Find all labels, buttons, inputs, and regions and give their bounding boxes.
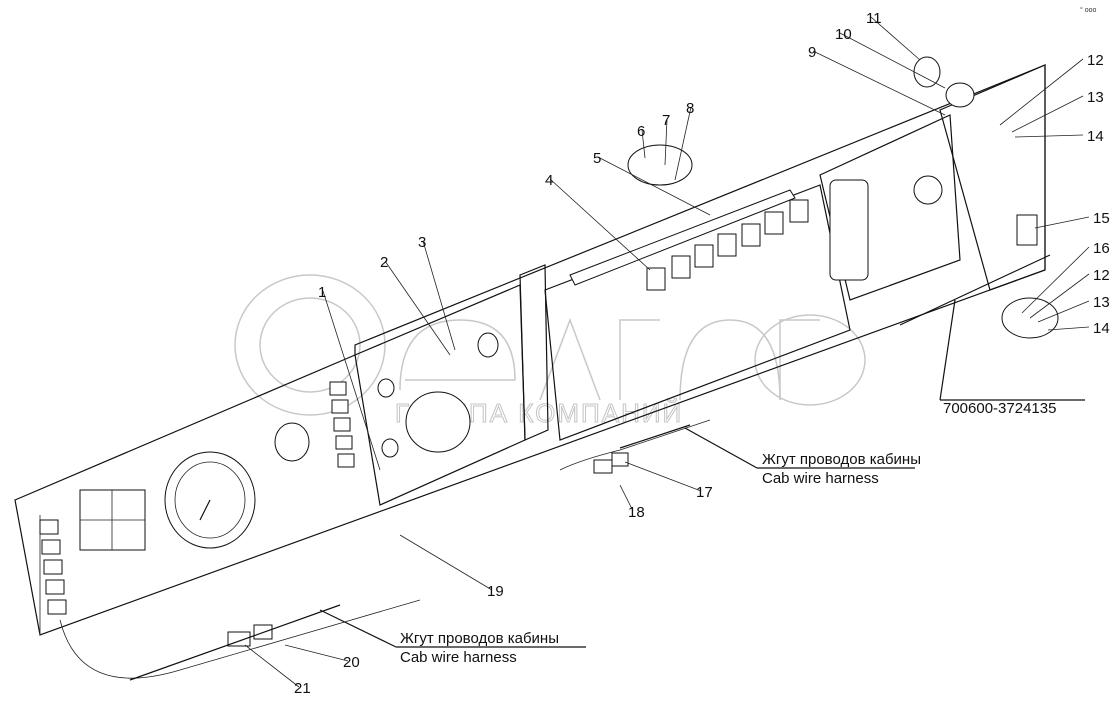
callout-9: 9 — [808, 44, 816, 61]
lamp-cap — [913, 56, 941, 88]
callout-leader — [597, 156, 711, 216]
callout-leader — [674, 106, 692, 181]
callout-leader — [1021, 246, 1090, 314]
callout-leader — [422, 240, 456, 351]
round-gauge — [405, 391, 471, 453]
relay-rail — [569, 189, 796, 286]
callout-leader — [1047, 326, 1090, 331]
harness-label-ru-1: Жгут проводов кабины — [762, 451, 921, 468]
callout-2: 2 — [380, 254, 388, 271]
callout-7: 7 — [662, 112, 670, 129]
callout-leader — [244, 644, 300, 688]
callout-leader — [322, 290, 381, 471]
callout-16: 16 — [1093, 240, 1110, 257]
relays — [646, 199, 809, 291]
small-gauge — [274, 422, 310, 462]
callout-4: 4 — [545, 172, 553, 189]
callout-18: 18 — [628, 504, 645, 521]
callout-13: 13 — [1087, 89, 1104, 106]
callout-8: 8 — [686, 100, 694, 117]
callout-leader — [399, 534, 493, 591]
assembly-code: 700600-3724135 — [943, 400, 1056, 417]
callout-leader — [999, 58, 1084, 126]
callout-3: 3 — [418, 234, 426, 251]
callout-leader — [870, 16, 921, 61]
callout-leader — [284, 644, 349, 662]
callout-leader — [812, 50, 946, 116]
instrument-panel — [14, 56, 1059, 681]
callout-17: 17 — [696, 484, 713, 501]
buzzer-unit — [829, 179, 869, 281]
callout-leader — [641, 129, 646, 159]
callout-leader — [1014, 134, 1084, 138]
callout-11: 11 — [866, 10, 882, 27]
callout-20: 20 — [343, 654, 360, 671]
corner-mark: ° ooo — [1080, 6, 1097, 14]
callout-15: 15 — [1093, 210, 1110, 227]
callout-leader — [664, 118, 668, 166]
harness-label-ru-2: Жгут проводов кабины — [400, 630, 559, 647]
detail-inset-6-8 — [627, 144, 693, 186]
callout-10: 10 — [835, 26, 852, 43]
callout-leader — [1011, 95, 1084, 133]
callout-leader — [619, 484, 634, 512]
connector-15 — [1016, 214, 1038, 246]
callout-5: 5 — [593, 150, 601, 167]
callout-leader — [1029, 273, 1090, 319]
callout-12: 12 — [1087, 52, 1104, 69]
callout-19: 19 — [487, 583, 504, 600]
harness-label-en-1: Cab wire harness — [762, 470, 879, 487]
connector-17 — [593, 459, 613, 474]
callout-6: 6 — [637, 123, 645, 140]
callout-leader — [624, 461, 702, 492]
callout-13: 13 — [1093, 294, 1110, 311]
button-column-left — [39, 519, 67, 615]
callout-14: 14 — [1087, 128, 1104, 145]
callout-leader — [1034, 216, 1090, 229]
callout-leader — [384, 260, 451, 356]
callout-21: 21 — [294, 680, 311, 697]
callout-leader — [839, 32, 946, 89]
callout-14: 14 — [1093, 320, 1110, 337]
watermark-logo: ГРУППА КОМПАНИЙ — [234, 274, 866, 429]
callout-12: 12 — [1093, 267, 1110, 284]
button-column-mid — [329, 381, 355, 468]
harness-label-en-2: Cab wire harness — [400, 649, 517, 666]
callout-leader — [549, 178, 651, 271]
callout-1: 1 — [318, 284, 326, 301]
callout-leader — [1037, 300, 1090, 323]
